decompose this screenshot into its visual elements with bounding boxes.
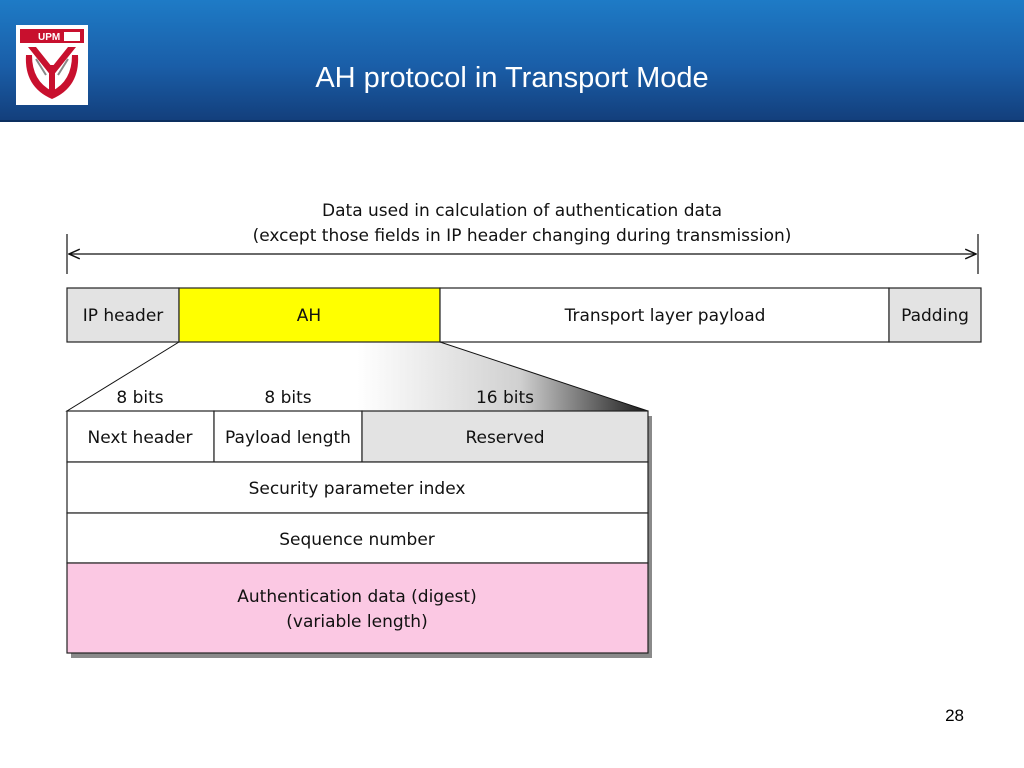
auth-data-cell	[66, 562, 649, 654]
packet-row: IP header AH Transport layer payload Pad…	[66, 287, 982, 343]
reserved-cell	[361, 410, 649, 463]
ah-label: AH	[297, 306, 321, 326]
bits-label-payload-length: 8 bits	[264, 388, 311, 408]
logo-text: UPM	[38, 32, 60, 43]
upm-logo-icon: UPM	[20, 29, 84, 99]
payload-box	[439, 287, 890, 343]
next-header-cell	[66, 410, 215, 463]
ah-box	[178, 287, 441, 343]
padding-box	[888, 287, 982, 343]
ip-header-label: IP header	[83, 306, 164, 326]
bits-label-reserved: 16 bits	[476, 388, 534, 408]
bits-label-next-header: 8 bits	[116, 388, 163, 408]
slide-title: AH protocol in Transport Mode	[315, 62, 709, 94]
auth-data-label-line1: Authentication data (digest)	[237, 587, 476, 607]
title-bar: UPM AH protocol in Transport Mode	[0, 0, 1024, 122]
padding-label: Padding	[901, 306, 969, 326]
sequence-label: Sequence number	[279, 530, 435, 550]
spi-label: Security parameter index	[249, 479, 466, 499]
payload-label: Transport layer payload	[564, 306, 766, 326]
spi-cell	[66, 461, 649, 514]
ip-header-box	[66, 287, 180, 343]
sequence-cell	[66, 512, 649, 564]
auth-data-label-line2: (variable length)	[286, 612, 427, 632]
next-header-label: Next header	[88, 428, 193, 448]
reserved-label: Reserved	[465, 428, 544, 448]
payload-length-cell	[213, 410, 363, 463]
span-label-line2: (except those fields in IP header changi…	[253, 226, 792, 246]
ah-format-table: Next header Payload length Reserved Secu…	[66, 410, 652, 658]
span-label-line1: Data used in calculation of authenticati…	[322, 201, 722, 221]
payload-length-label: Payload length	[225, 428, 351, 448]
page-number: 28	[945, 706, 964, 725]
upm-logo: UPM	[16, 25, 88, 105]
